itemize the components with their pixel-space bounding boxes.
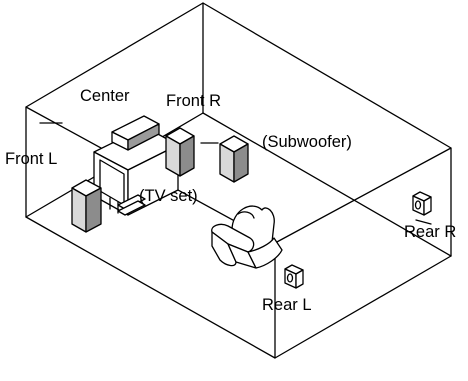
label-subwoofer: (Subwoofer) <box>262 133 352 151</box>
subwoofer-speaker <box>219 135 249 183</box>
front-r-speaker <box>165 127 195 177</box>
label-tv-set: (TV set) <box>139 187 198 205</box>
room-back-right-floor-edge <box>202 112 452 257</box>
rear-r-leader <box>415 219 432 225</box>
label-center: Center <box>80 87 130 105</box>
armchair <box>211 205 283 269</box>
label-rear-r: Rear R <box>404 223 457 241</box>
label-front-l: Front L <box>5 150 58 168</box>
label-rear-l: Rear L <box>262 296 312 314</box>
room-front-top-edge-right <box>274 147 452 244</box>
room-outline <box>25 2 452 359</box>
front-l-speaker <box>71 179 102 233</box>
rear-l-speaker <box>284 264 304 289</box>
center-speaker <box>111 115 160 151</box>
rear-r-speaker <box>412 191 432 216</box>
label-front-r: Front R <box>166 92 222 110</box>
